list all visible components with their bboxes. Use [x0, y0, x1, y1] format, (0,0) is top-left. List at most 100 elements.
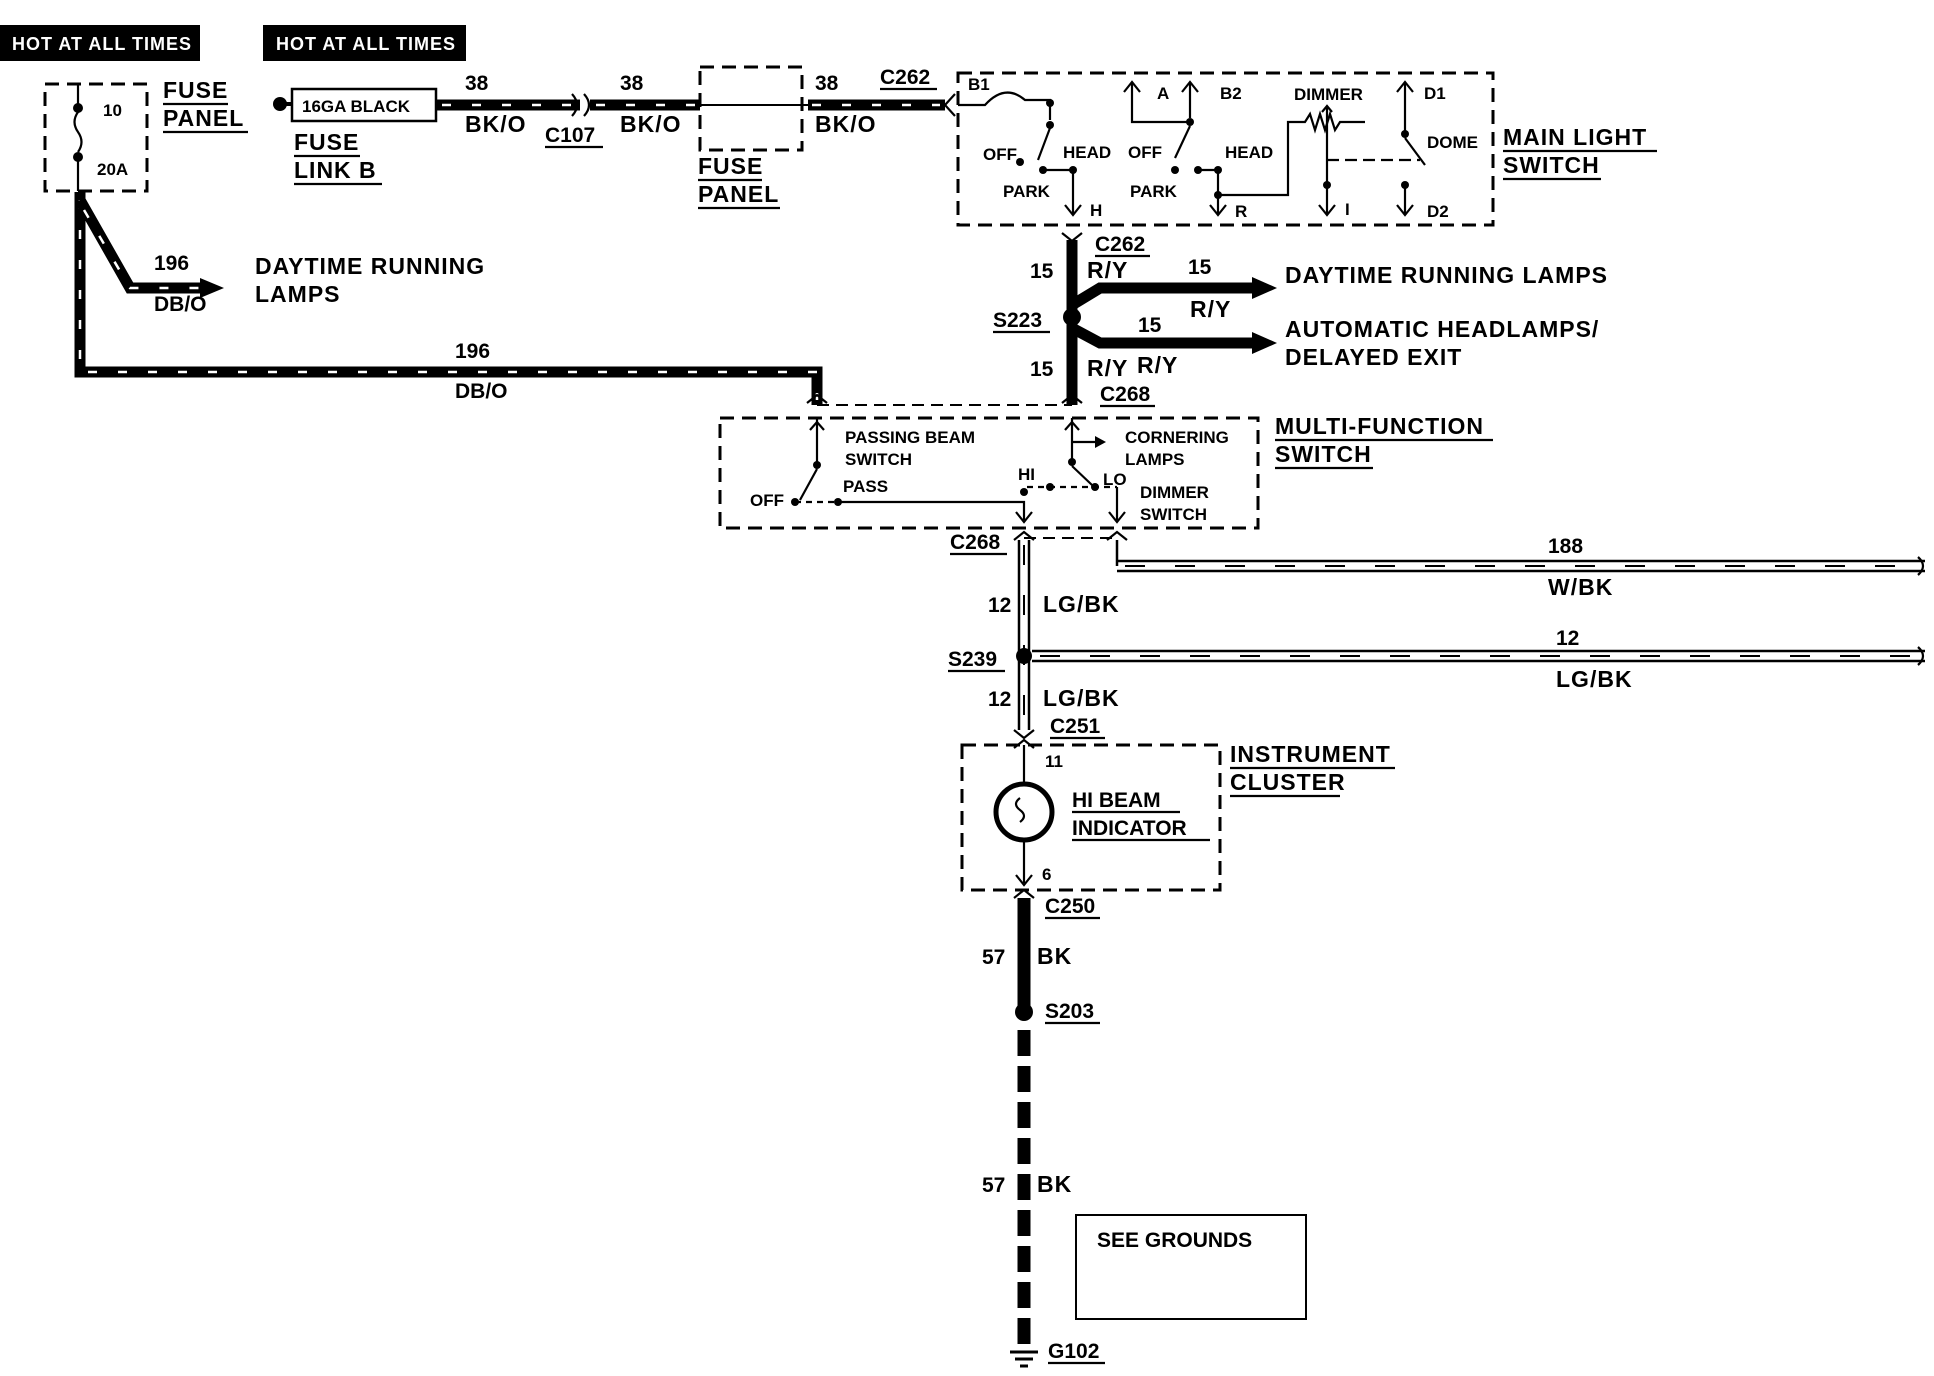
wire-188-num: 188 [1548, 535, 1583, 558]
mls-b2: B2 [1220, 84, 1242, 103]
wire-15-num-lower: 15 [1030, 358, 1054, 381]
wire-38-color-2: BK/O [620, 111, 682, 137]
wire-196-db-o [74, 192, 823, 405]
fuse-panel-left-label-1: FUSE [163, 77, 228, 103]
mls-head-1: HEAD [1063, 143, 1111, 162]
wire-57-num-upper: 57 [982, 946, 1005, 969]
instrument-cluster-box [960, 743, 1222, 892]
mfs-off: OFF [750, 491, 784, 510]
hot-at-all-times-tag-right: HOT AT ALL TIMES [263, 25, 466, 61]
wire-38-color-1: BK/O [465, 111, 527, 137]
hot-tag-right-text: HOT AT ALL TIMES [276, 34, 456, 54]
wire-196-run-num: 196 [455, 340, 490, 363]
mls-dome: DOME [1427, 133, 1478, 152]
fuse-link-b: 16GA BLACK [290, 87, 438, 123]
hot-at-all-times-tag-left: HOT AT ALL TIMES [0, 25, 200, 61]
connector-c268-lower: C268 [950, 531, 1001, 554]
mfs-dimmer-1: DIMMER [1140, 483, 1209, 502]
mfs-title-1: MULTI-FUNCTION [1275, 413, 1484, 439]
wire-57-bk [1010, 898, 1038, 1368]
wire-12-branch-num: 12 [1556, 627, 1579, 650]
drl-dest-1: DAYTIME RUNNING [255, 253, 485, 279]
wire-12-lg-bk [1013, 540, 1925, 740]
splice-s203: S203 [1045, 1000, 1094, 1023]
connector-c250: C250 [1045, 895, 1095, 918]
mfs-passing-1: PASSING BEAM [845, 428, 975, 447]
wire-196-branch-num: 196 [154, 252, 189, 275]
branch2-dest-2: DELAYED EXIT [1285, 344, 1462, 370]
branch2-num: 15 [1138, 314, 1162, 337]
fuse-link-label-1: FUSE [294, 129, 359, 155]
branch1-dest: DAYTIME RUNNING LAMPS [1285, 262, 1608, 288]
splice-s203-dot [1015, 1003, 1033, 1021]
ic-indicator-2: INDICATOR [1072, 817, 1187, 840]
see-grounds-box: SEE GROUNDS [1075, 1214, 1307, 1320]
fuse-panel-mid-label-1: FUSE [698, 153, 763, 179]
ic-title-2: CLUSTER [1230, 769, 1346, 795]
wire-196-run-color: DB/O [455, 380, 508, 403]
multi-function-switch-box [718, 416, 1260, 530]
mls-head-2: HEAD [1225, 143, 1273, 162]
branch2-color: R/Y [1137, 352, 1178, 378]
mls-park-1: PARK [1003, 182, 1051, 201]
mfs-dimmer-2: SWITCH [1140, 505, 1207, 524]
ic-indicator-1: HI BEAM [1072, 789, 1161, 812]
wire-38-color-3: BK/O [815, 111, 877, 137]
see-grounds-text: SEE GROUNDS [1097, 1229, 1252, 1252]
fuse-rating: 20A [97, 160, 128, 179]
wire-38-bk-o [436, 93, 956, 117]
mfs-lo: LO [1103, 470, 1127, 489]
wire-15-color-lower: R/Y [1087, 355, 1128, 381]
mls-i: I [1345, 200, 1350, 219]
wire-38-num-3: 38 [815, 72, 839, 95]
branch2-dest-1: AUTOMATIC HEADLAMPS/ [1285, 316, 1599, 342]
splice-s239: S239 [948, 648, 997, 671]
mls-b1: B1 [968, 75, 990, 94]
fuse-panel-mid-label-2: PANEL [698, 181, 779, 207]
main-light-switch-box [956, 71, 1495, 227]
multi-function-switch-internals [791, 418, 1126, 524]
wire-196-branch-color: DB/O [154, 293, 207, 316]
mfs-cornering-1: CORNERING [1125, 428, 1229, 447]
ic-pin-in: 11 [1045, 752, 1063, 771]
connector-c268-upper: C268 [1100, 383, 1151, 406]
wire-188-color: W/BK [1548, 574, 1613, 600]
mls-off-2: OFF [1128, 143, 1162, 162]
drl-dest-2: LAMPS [255, 281, 341, 307]
splice-s223-dot [1063, 308, 1081, 326]
wire-188-w-bk [1115, 540, 1925, 576]
drl-arrow-head [200, 278, 224, 298]
fuse-panel-left: 10 20A [43, 82, 149, 193]
mfs-cornering-2: LAMPS [1125, 450, 1185, 469]
connector-c107: C107 [545, 124, 595, 147]
main-light-switch-internals [958, 80, 1426, 217]
mls-title-1: MAIN LIGHT [1503, 124, 1647, 150]
connector-c251: C251 [1050, 715, 1101, 738]
mfs-pass: PASS [843, 477, 888, 496]
ic-pin-out: 6 [1042, 865, 1051, 884]
mfs-title-2: SWITCH [1275, 441, 1372, 467]
branch1-num: 15 [1188, 256, 1212, 279]
mfs-passing-2: SWITCH [845, 450, 912, 469]
mls-h: H [1090, 201, 1102, 220]
wire-57-num-lower: 57 [982, 1174, 1005, 1197]
mls-title-2: SWITCH [1503, 152, 1600, 178]
mls-park-2: PARK [1130, 182, 1178, 201]
mls-off-1: OFF [983, 145, 1017, 164]
wire-57-color-lower: BK [1037, 1171, 1072, 1197]
hot-tag-left-text: HOT AT ALL TIMES [12, 34, 192, 54]
wire-12-branch-color: LG/BK [1556, 666, 1633, 692]
branch1-color: R/Y [1190, 296, 1231, 322]
hi-beam-indicator-bulb [993, 745, 1055, 887]
wire-38-num-1: 38 [465, 72, 489, 95]
wire-12-num-lower: 12 [988, 688, 1011, 711]
mls-d2: D2 [1427, 202, 1449, 221]
fuse-link-label-2: LINK B [294, 157, 377, 183]
mfs-hi: HI [1018, 465, 1035, 484]
fuse-number: 10 [103, 101, 122, 120]
mls-d1: D1 [1424, 84, 1446, 103]
mls-r: R [1235, 202, 1247, 221]
mls-a: A [1157, 84, 1169, 103]
wire-38-num-2: 38 [620, 72, 644, 95]
